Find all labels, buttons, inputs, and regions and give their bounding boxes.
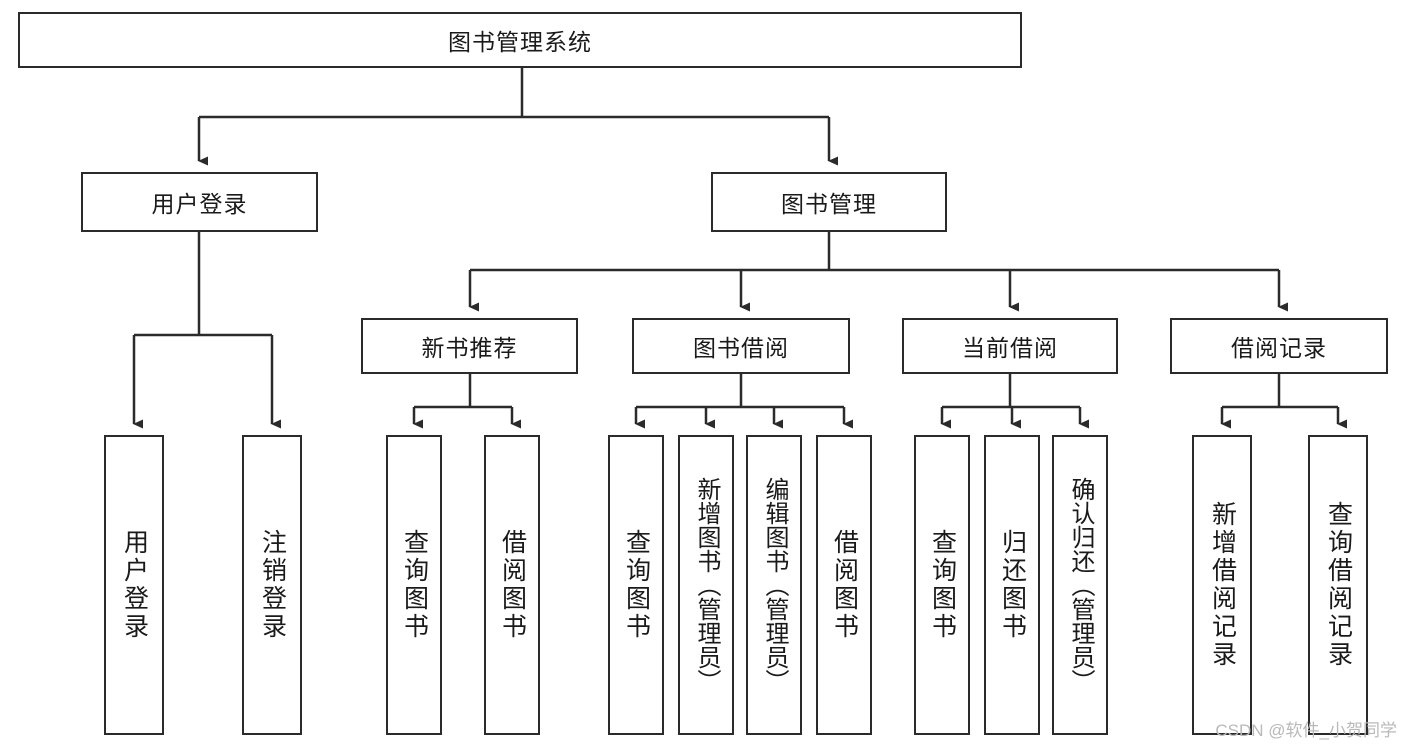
node-level2-2[interactable]: 图书管理: [711, 172, 947, 232]
node-leaf-7[interactable]: 编辑图书（管理员）: [746, 435, 802, 735]
node-leaf-2[interactable]: 注销登录: [242, 435, 302, 735]
node-level3-3[interactable]: 当前借阅: [902, 318, 1118, 374]
node-leaf-11[interactable]: 确认归还（管理员）: [1052, 435, 1108, 735]
node-label: 借阅记录: [1231, 335, 1327, 361]
node-root[interactable]: 图书管理系统: [18, 12, 1022, 68]
node-leaf-9[interactable]: 查询图书: [914, 435, 970, 735]
node-label: 借阅图书: [498, 529, 527, 641]
node-label: 查询图书: [400, 529, 429, 641]
node-label: 借阅图书: [830, 529, 859, 641]
node-label: 查询借阅记录: [1324, 501, 1353, 669]
node-label: 新增借阅记录: [1208, 501, 1237, 669]
node-label: 注销登录: [258, 529, 287, 641]
node-label: 图书管理系统: [448, 29, 592, 55]
node-label: 新增图书（管理员）: [693, 477, 720, 693]
node-leaf-12[interactable]: 新增借阅记录: [1192, 435, 1252, 735]
node-label: 新书推荐: [421, 335, 518, 361]
node-leaf-3[interactable]: 查询图书: [386, 435, 442, 735]
node-label: 当前借阅: [962, 335, 1058, 361]
node-label: 图书借阅: [693, 335, 789, 361]
node-label: 查询图书: [622, 529, 651, 641]
node-leaf-6[interactable]: 新增图书（管理员）: [678, 435, 734, 735]
node-level3-1[interactable]: 新书推荐: [361, 318, 578, 374]
node-leaf-5[interactable]: 查询图书: [608, 435, 664, 735]
node-level2-1[interactable]: 用户登录: [81, 172, 318, 232]
node-label: 用户登录: [151, 191, 248, 217]
node-leaf-8[interactable]: 借阅图书: [816, 435, 872, 735]
node-leaf-10[interactable]: 归还图书: [984, 435, 1040, 735]
node-leaf-13[interactable]: 查询借阅记录: [1308, 435, 1368, 735]
node-label: 查询图书: [928, 529, 957, 641]
node-label: 归还图书: [998, 529, 1027, 641]
node-level3-2[interactable]: 图书借阅: [632, 318, 850, 374]
watermark-text: CSDN @软件_小贺同学: [1215, 721, 1397, 740]
node-leaf-1[interactable]: 用户登录: [104, 435, 164, 735]
node-label: 图书管理: [781, 191, 877, 217]
node-level3-4[interactable]: 借阅记录: [1170, 318, 1388, 374]
node-label: 编辑图书（管理员）: [761, 477, 788, 693]
node-leaf-4[interactable]: 借阅图书: [484, 435, 540, 735]
node-label: 确认归还（管理员）: [1067, 477, 1094, 693]
node-label: 用户登录: [120, 529, 149, 641]
